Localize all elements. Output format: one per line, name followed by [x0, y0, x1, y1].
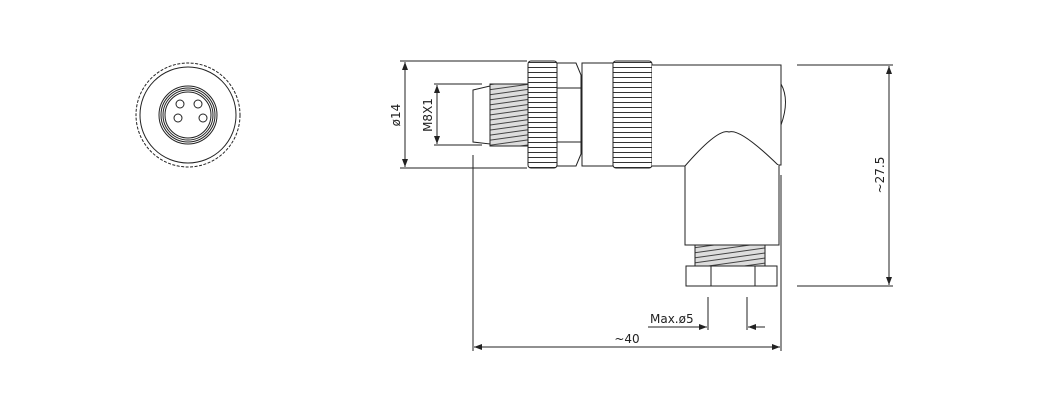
cable-thread — [694, 244, 766, 267]
outer-ring — [139, 66, 237, 164]
cable-label: Max.ø5 — [650, 312, 694, 326]
hex-nut — [556, 62, 582, 167]
ring — [581, 62, 614, 167]
angled-body — [652, 64, 782, 167]
knurled-outer-ring — [135, 62, 241, 168]
vertical-body — [684, 165, 780, 246]
height-label: ~27.5 — [873, 157, 887, 194]
knurled-nut — [527, 60, 558, 169]
knurled-coupling — [612, 60, 653, 169]
plug-tip — [472, 85, 491, 145]
dimension-diameter: ø14 — [389, 60, 527, 169]
cable-nut — [685, 265, 778, 287]
pin-hole — [193, 99, 203, 109]
pin-hole — [175, 99, 185, 109]
thread-label: M8X1 — [421, 98, 435, 132]
length-label: ~40 — [614, 332, 639, 346]
diameter-label: ø14 — [389, 104, 403, 127]
socket-ring — [158, 85, 218, 145]
dimension-cable: Max.ø5 — [648, 297, 765, 330]
pin-hole — [198, 113, 208, 123]
dimension-height: ~27.5 — [797, 64, 893, 287]
dimension-length: ~40 — [472, 155, 782, 351]
dimension-thread: M8X1 — [421, 83, 482, 146]
m8-thread — [489, 83, 529, 147]
front-view — [135, 62, 241, 168]
pin-hole — [173, 113, 183, 123]
side-view — [472, 60, 786, 287]
